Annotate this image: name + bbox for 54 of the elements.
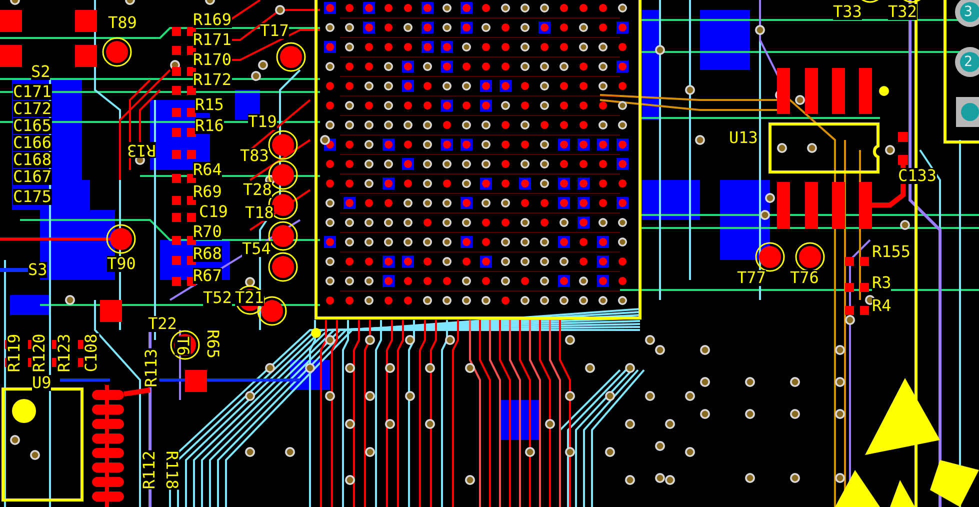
- reference-designator: C108: [83, 334, 100, 372]
- reference-designator: R123: [56, 334, 72, 372]
- reference-designator: R171: [193, 32, 232, 48]
- reference-designator: R13: [127, 142, 156, 158]
- reference-designator: R67: [193, 268, 222, 284]
- reference-designator: T6: [174, 336, 191, 356]
- reference-designator: C19: [199, 204, 228, 220]
- reference-designator: T77: [737, 270, 766, 286]
- reference-designator: R113: [143, 348, 160, 388]
- reference-designator: U13: [729, 130, 758, 146]
- reference-designator: T90: [107, 256, 136, 272]
- reference-designator: R64: [193, 162, 222, 178]
- reference-designator: T22: [148, 316, 177, 332]
- reference-designator: C165: [13, 118, 52, 134]
- reference-designator: R69: [193, 184, 222, 200]
- reference-designator: T83: [240, 148, 269, 164]
- reference-designator: R16: [195, 118, 224, 134]
- reference-designator: C171: [13, 84, 52, 100]
- pin-number: 2: [964, 55, 972, 69]
- reference-designator: T32: [888, 4, 917, 20]
- reference-designator: R4: [872, 298, 892, 314]
- reference-designator: T19: [248, 114, 277, 130]
- reference-designator: T28: [243, 182, 272, 198]
- reference-designator: R65: [204, 330, 220, 358]
- reference-designator: S3: [28, 262, 48, 278]
- reference-designator: T17: [260, 23, 289, 39]
- pin-number: 3: [964, 5, 972, 19]
- reference-designator: U9: [32, 375, 52, 391]
- reference-designator: R3: [872, 275, 892, 291]
- reference-designator: R155: [872, 244, 911, 260]
- reference-designator: R112: [141, 450, 158, 490]
- reference-designator: R172: [193, 72, 232, 88]
- reference-designator: T89: [108, 15, 137, 31]
- reference-designator: T18: [245, 205, 274, 221]
- reference-designator: T76: [790, 270, 819, 286]
- reference-designator: R118: [163, 450, 180, 490]
- reference-designator: R169: [193, 12, 232, 28]
- reference-designator: T52: [203, 290, 232, 306]
- reference-designator: C172: [13, 101, 52, 117]
- reference-designator: C167: [13, 169, 52, 185]
- reference-designator: C166: [13, 135, 52, 151]
- reference-designator: T54: [242, 241, 271, 257]
- reference-designator: R120: [31, 334, 48, 372]
- reference-designator: C168: [13, 152, 52, 168]
- reference-designator: R119: [6, 334, 22, 372]
- reference-designator: R70: [193, 224, 222, 240]
- reference-designator: T21: [235, 290, 264, 306]
- reference-designator: S2: [31, 64, 50, 80]
- reference-designator: C175: [13, 189, 52, 205]
- reference-designator: R170: [193, 52, 232, 68]
- reference-designator: C133: [898, 168, 937, 184]
- reference-designator: R15: [195, 97, 224, 113]
- reference-designator: R68: [193, 246, 222, 262]
- reference-designator: T33: [833, 4, 862, 20]
